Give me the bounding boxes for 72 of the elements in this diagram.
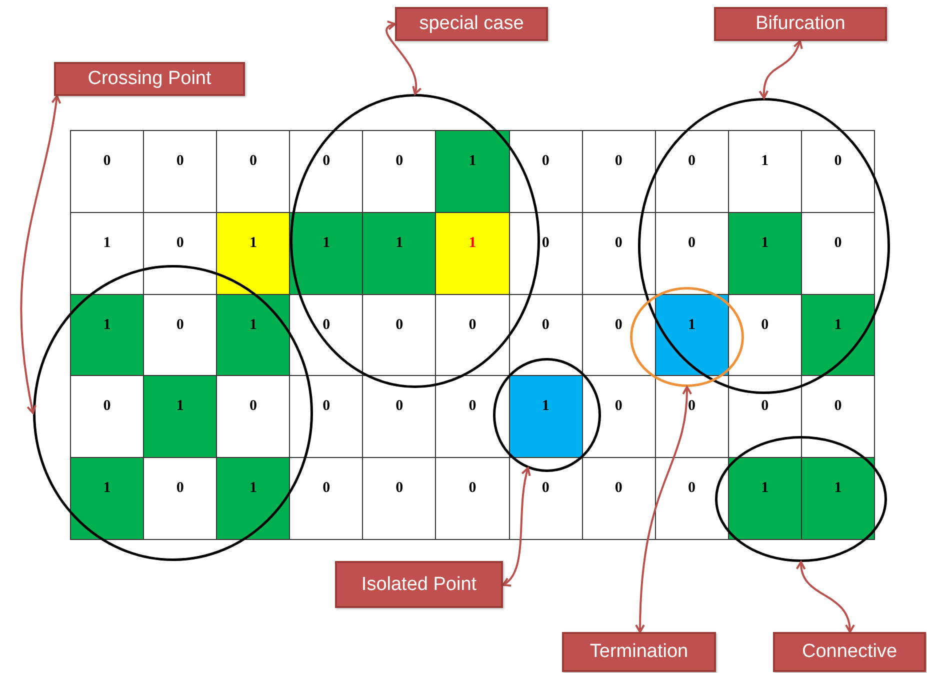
callout-label: Bifurcation (714, 7, 887, 41)
grid-cell: 1 (436, 131, 510, 213)
grid-cell: 0 (71, 131, 144, 213)
grid-cell: 1 (363, 212, 436, 295)
curved-arrow (796, 561, 854, 633)
grid-cell: 0 (582, 294, 656, 376)
grid-cell: 0 (510, 294, 583, 376)
grid-cell: 1 (217, 458, 290, 540)
grid-cell: 0 (217, 376, 290, 458)
grid-cell: 0 (290, 131, 364, 213)
curved-arrow (502, 467, 532, 586)
grid-cell: 0 (656, 376, 729, 458)
grid-cell: 1 (802, 294, 875, 376)
callout-label: Termination (562, 632, 716, 672)
highlight-ellipse (715, 436, 887, 562)
grid-cell: 0 (510, 458, 583, 540)
grid-cell: 0 (510, 212, 583, 295)
grid-cell: 1 (144, 376, 218, 458)
callout-label: Connective (773, 632, 926, 672)
grid-cell: 0 (582, 212, 656, 295)
grid-cell: 0 (144, 458, 218, 540)
grid-cell: 1 (728, 212, 802, 295)
grid-cell: 0 (802, 376, 875, 458)
grid-cell: 1 (71, 212, 144, 295)
grid-cell: 0 (363, 294, 436, 376)
grid-cell: 0 (144, 212, 218, 295)
grid-cell: 0 (582, 131, 656, 213)
grid-cell: 0 (290, 458, 364, 540)
grid-cell: 1 (436, 212, 510, 295)
grid-cell: 0 (656, 212, 729, 295)
grid-cell: 0 (802, 212, 875, 295)
grid-cell: 0 (217, 131, 290, 213)
grid-cell: 0 (728, 294, 802, 376)
curved-arrow (759, 40, 802, 99)
grid-cell: 1 (71, 294, 144, 376)
curved-arrow (20, 95, 61, 414)
grid-cell: 0 (363, 131, 436, 213)
grid-cell: 0 (363, 458, 436, 540)
grid-cell: 0 (510, 131, 583, 213)
highlight-ellipse (630, 287, 744, 387)
grid-cell: 1 (217, 212, 290, 295)
grid-cell: 0 (290, 376, 364, 458)
grid-cell: 0 (582, 458, 656, 540)
grid-cell: 0 (802, 131, 875, 213)
grid-cell: 0 (436, 458, 510, 540)
grid-cell: 1 (71, 458, 144, 540)
grid-cell: 0 (656, 131, 729, 213)
grid-cell: 1 (510, 376, 583, 458)
grid-cell: 1 (217, 294, 290, 376)
curved-arrow (386, 22, 421, 95)
grid-cell: 1 (728, 131, 802, 213)
highlight-ellipse (33, 265, 313, 561)
grid-cell: 0 (71, 376, 144, 458)
grid-cell: 0 (144, 131, 218, 213)
grid-cell: 0 (363, 376, 436, 458)
grid-cell: 0 (436, 376, 510, 458)
grid-cell: 0 (144, 294, 218, 376)
highlight-ellipse (493, 358, 601, 472)
grid-cell: 1 (728, 458, 802, 540)
grid-cell: 0 (436, 294, 510, 376)
highlight-ellipse (638, 98, 890, 394)
callout-label: Isolated Point (335, 561, 503, 608)
grid-cell: 1 (290, 212, 364, 295)
highlight-ellipse (290, 94, 540, 388)
grid-cell: 0 (582, 376, 656, 458)
callout-label: special case (395, 7, 548, 41)
callout-label: Crossing Point (54, 62, 245, 96)
grid-cell: 0 (656, 458, 729, 540)
grid-cell: 1 (802, 458, 875, 540)
grid-cell: 0 (728, 376, 802, 458)
curved-arrow (635, 386, 692, 633)
grid-cell: 1 (656, 294, 729, 376)
